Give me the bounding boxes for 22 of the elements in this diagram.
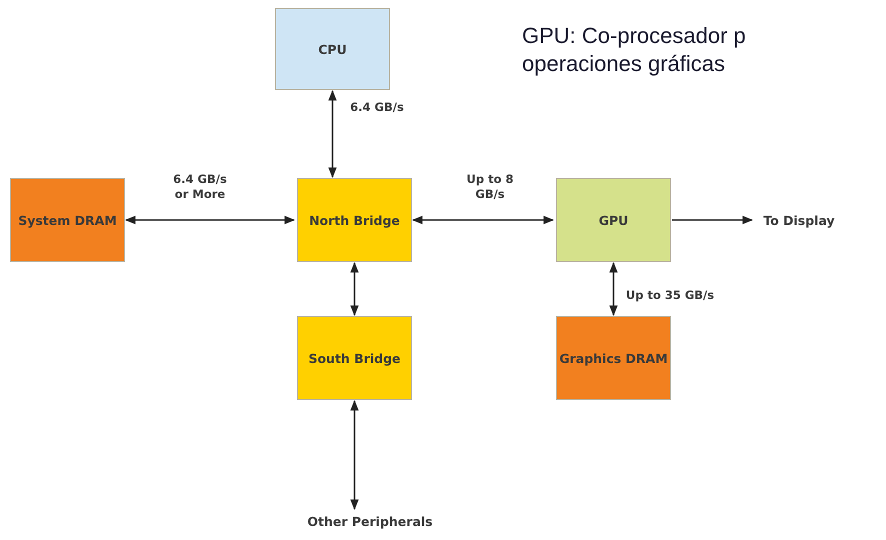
component-box	[297, 316, 412, 400]
arrow	[124, 216, 296, 224]
component-box	[556, 316, 671, 400]
arrow	[609, 262, 618, 316]
component-name: System DRAM	[18, 212, 117, 228]
arrow	[328, 90, 337, 178]
endpoint-label: To Display	[763, 212, 835, 228]
note-text: GPU: Co-procesador p operaciones gráficas	[522, 22, 747, 77]
component-name: CPU	[318, 42, 347, 56]
component-name: South Bridge	[308, 350, 401, 366]
arrow	[350, 400, 359, 510]
arrow	[672, 216, 754, 224]
arrow	[350, 262, 359, 316]
component-box	[275, 8, 390, 90]
component-name: GPU	[598, 212, 628, 228]
component-box	[556, 178, 671, 262]
endpoint-label: Other Peripherals	[307, 514, 433, 528]
component-name: North Bridge	[309, 212, 400, 228]
component-box	[297, 178, 412, 262]
component-box	[10, 178, 125, 262]
arrow	[412, 216, 554, 224]
component-name: Graphics DRAM	[559, 350, 668, 366]
